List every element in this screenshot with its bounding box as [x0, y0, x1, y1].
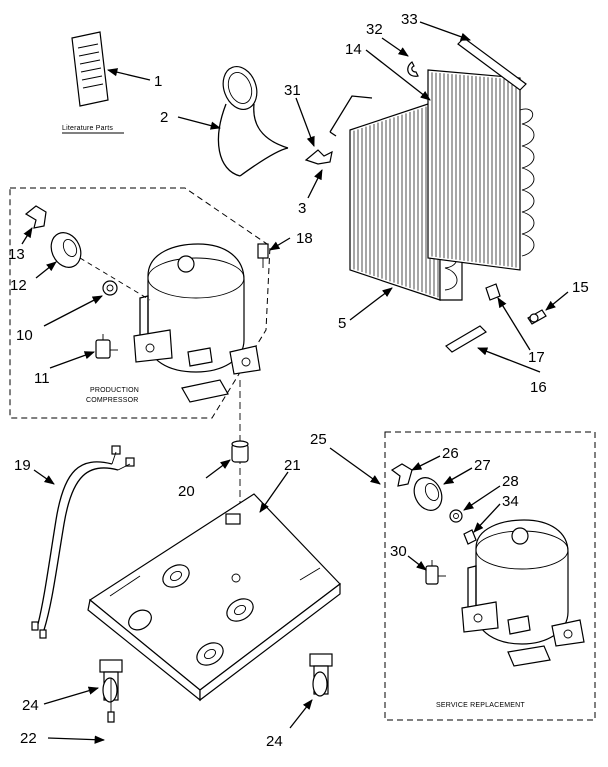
callout-10: 10 — [16, 327, 33, 344]
seal-strip-bottom — [445, 325, 487, 353]
bracket-clip — [304, 149, 333, 165]
callout-28: 28 — [502, 473, 519, 490]
capacitor — [95, 334, 118, 359]
callout-21: 21 — [284, 457, 301, 474]
service-replacement-label: SERVICE REPLACEMENT — [436, 702, 525, 709]
callout-32: 32 — [366, 21, 383, 38]
service-overload-clip — [390, 463, 413, 487]
service-compressor — [461, 519, 585, 667]
service-replacement-group — [384, 431, 596, 721]
callout-18: 18 — [296, 230, 313, 247]
screw — [527, 309, 547, 325]
callout-13: 13 — [8, 246, 25, 263]
callout-16: 16 — [530, 379, 547, 396]
callout-27: 27 — [474, 457, 491, 474]
callout-5: 5 — [338, 315, 346, 332]
callout-17: 17 — [528, 349, 545, 366]
callout-1: 1 — [154, 73, 162, 90]
overload-clip — [24, 205, 47, 229]
callout-33: 33 — [401, 11, 418, 28]
service-retainer — [463, 529, 477, 545]
base-platform — [87, 493, 341, 702]
callout-3: 3 — [298, 200, 306, 217]
caster-left — [99, 659, 123, 723]
callout-25: 25 — [310, 431, 327, 448]
production-label-line2: COMPRESSOR — [86, 397, 139, 404]
wire-harness — [31, 445, 135, 639]
callout-34: 34 — [502, 493, 519, 510]
literature-parts-booklet — [71, 31, 109, 107]
callout-15: 15 — [572, 279, 589, 296]
caster-right — [309, 653, 333, 697]
condenser-coil-rear — [427, 69, 535, 271]
callout-24-right: 24 — [266, 733, 283, 750]
duct-hose — [217, 66, 289, 177]
overload-cover — [50, 232, 82, 268]
callout-20: 20 — [178, 483, 195, 500]
callout-26: 26 — [442, 445, 459, 462]
service-capacitor — [425, 560, 446, 585]
coil-bracket — [485, 283, 501, 301]
spring-clip — [407, 61, 419, 77]
production-label-line1: PRODUCTION — [90, 387, 139, 394]
process-fitting — [257, 243, 269, 268]
service-overload-cover — [413, 477, 443, 511]
callout-2: 2 — [160, 109, 168, 126]
callout-30: 30 — [390, 543, 407, 560]
callout-11: 11 — [34, 370, 50, 387]
service-relay — [449, 509, 463, 523]
callout-19: 19 — [14, 457, 31, 474]
relay — [102, 280, 118, 296]
callout-24-left: 24 — [22, 697, 39, 714]
production-compressor-group — [9, 187, 271, 419]
literature-parts-label: Literature Parts — [62, 125, 113, 132]
callout-12: 12 — [10, 277, 27, 294]
grommet — [231, 440, 249, 463]
callout-14: 14 — [345, 41, 362, 58]
production-compressor — [133, 243, 261, 403]
callout-22: 22 — [20, 730, 37, 747]
callout-31: 31 — [284, 82, 301, 99]
